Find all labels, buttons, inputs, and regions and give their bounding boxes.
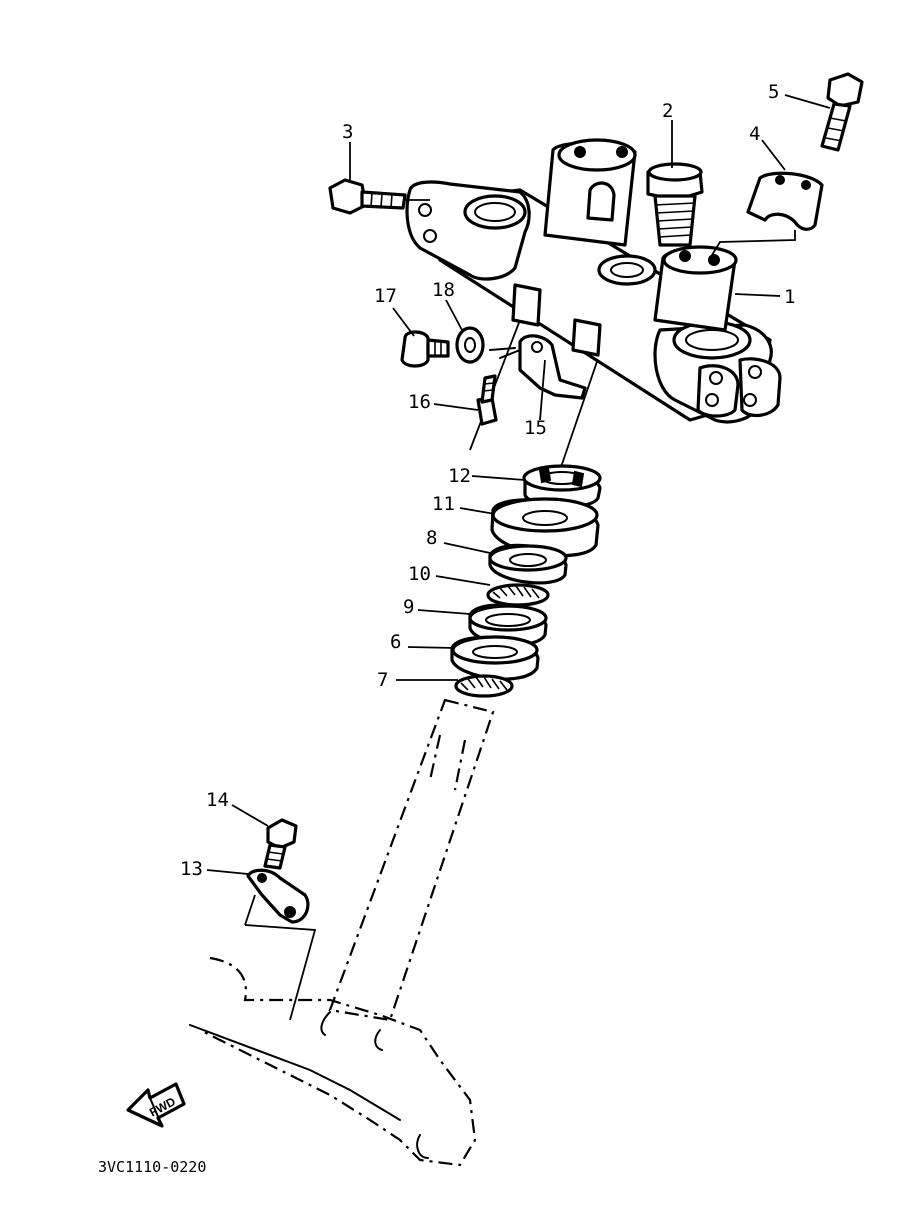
cable-guide-screw — [476, 374, 498, 426]
callout-2: 2 — [662, 100, 673, 122]
callout-18: 18 — [432, 279, 455, 301]
steering-stem — [189, 698, 495, 1167]
cap-bolt — [400, 330, 450, 368]
bearing-cover — [488, 543, 568, 585]
callout-leaders — [206, 94, 831, 875]
callout-5: 5 — [768, 81, 779, 103]
lower-ball-bearing — [454, 674, 514, 698]
drawing-code: 3VC1110-0220 — [98, 1158, 206, 1176]
forward-direction-arrow: FWD — [126, 1082, 186, 1128]
stem-alignment-line — [244, 924, 317, 1021]
callout-4: 4 — [749, 123, 760, 145]
cable-guide-bracket — [489, 334, 587, 400]
pinch-bolt — [328, 178, 430, 215]
callout-12: 12 — [448, 465, 471, 487]
callout-7: 7 — [377, 669, 388, 691]
stem-nut-bolt — [646, 162, 704, 247]
callout-14: 14 — [206, 789, 229, 811]
upper-handlebar-holder — [711, 171, 824, 256]
callout-10: 10 — [408, 563, 431, 585]
upper-bracket — [405, 138, 782, 424]
callout-16: 16 — [408, 391, 431, 413]
callout-11: 11 — [432, 493, 455, 515]
stem-alignment-line — [244, 894, 256, 926]
callout-13: 13 — [180, 858, 203, 880]
washer — [455, 326, 485, 364]
cable-holder — [246, 868, 310, 924]
rubber-washer — [490, 497, 600, 558]
callout-9: 9 — [403, 596, 414, 618]
upper-bearing-race — [468, 603, 548, 647]
callout-17: 17 — [374, 285, 397, 307]
callout-6: 6 — [390, 631, 401, 653]
lower-bearing-race — [450, 635, 540, 681]
callout-1: 1 — [784, 286, 795, 308]
handlebar-holder-bolt — [820, 72, 864, 152]
callout-8: 8 — [426, 527, 437, 549]
upper-ball-bearing — [486, 583, 550, 607]
cable-holder-bolt — [263, 818, 298, 870]
callout-15: 15 — [524, 417, 547, 439]
callout-3: 3 — [342, 121, 353, 143]
